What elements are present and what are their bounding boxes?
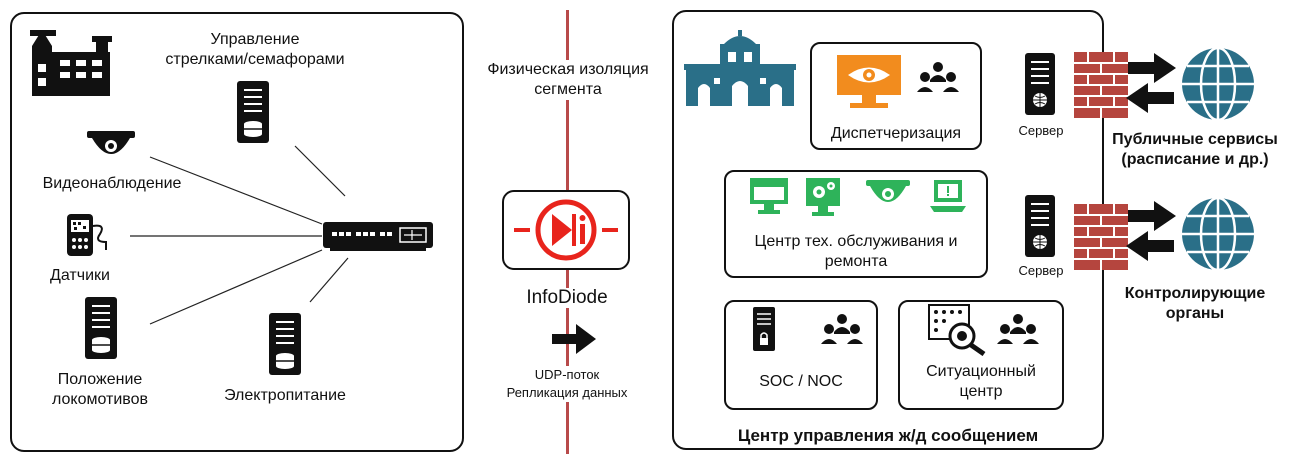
server-1-icon [1025,53,1055,115]
green-camera-icon [866,180,910,186]
network-switch-icon [323,222,433,251]
locomotive-server-icon [85,297,117,359]
locomotive-position-label: Положение локомотивов [30,370,170,410]
situation-line-2: центр [959,383,1003,400]
public-line-1: Публичные сервисы [1112,131,1278,148]
station-building-icon [684,30,796,106]
situation-center-box [898,300,1064,410]
arrows-1-icon [1126,53,1176,113]
sensors-label: Датчики [50,267,110,284]
data-replication-label: Репликация данных [486,384,648,402]
soc-team-icon [821,314,863,344]
data-flow-arrow-icon [552,324,596,354]
analytics-icon [928,304,986,356]
infodiode-logo-icon [514,199,618,261]
soc-noc-box [724,300,878,410]
camera-icon [87,131,135,154]
firewall-2-icon [1074,204,1128,270]
link-video [149,156,323,225]
situation-center-label: Ситуационный центр [900,362,1062,402]
isolation-line-1: Физическая изоляция [487,61,649,78]
link-loco [149,249,323,325]
soc-server-icon [753,307,775,351]
firewall-1-icon [1074,52,1128,118]
arrows-2-icon [1126,201,1176,261]
situation-line-1: Ситуационный [926,363,1036,380]
link-power [309,257,349,303]
regulators-line-1: Контролирующие [1124,285,1266,302]
maintenance-line-2: ремонта [824,253,888,270]
loco-line-2: локомотивов [51,391,149,408]
switching-line-2: стрелками/семафорами [165,51,345,68]
soc-noc-label: SOC / NOC [759,373,843,390]
regulators-label: Контролирующие органы [1110,284,1280,324]
regulators-line-2: органы [1165,305,1225,322]
dispatch-label: Диспетчеризация [830,125,962,142]
public-line-2: (расписание и др.) [1121,151,1269,168]
globe-2-icon [1182,196,1254,272]
server-1-label: Сервер [1018,123,1064,138]
server-2-label: Сервер [1018,263,1064,278]
control-center-title: Центр управления ж/д сообщением [737,426,1039,445]
server-2-icon [1025,195,1055,257]
video-surveillance-label: Видеонаблюдение [42,175,182,192]
field-connections [130,145,349,325]
infodiode-label: InfoDiode [496,288,638,308]
factory-icon [30,30,112,96]
udp-stream-label: UDP-поток [486,366,648,384]
isolation-line-2: сегмента [534,81,602,98]
loco-line-1: Положение [57,371,143,388]
globe-1-icon [1182,46,1254,122]
maintenance-icons [750,178,966,216]
link-switching [294,145,346,197]
maintenance-line-1: Центр тех. обслуживания и [754,233,958,250]
isolation-label: Физическая изоляция сегмента [470,60,666,100]
switching-server-icon [237,81,269,143]
situation-team-icon [997,314,1039,344]
power-supply-label: Электропитание [224,387,346,404]
power-server-icon [269,313,301,375]
maintenance-label: Центр тех. обслуживания и ремонта [726,232,986,272]
sensor-icon [67,214,107,256]
switching-control-label: Управление стрелками/семафорами [150,30,360,70]
team-icon [917,62,959,92]
public-services-label: Публичные сервисы (расписание и др.) [1100,130,1290,170]
monitor-eye-icon [837,55,901,108]
switching-line-1: Управление [210,31,300,48]
